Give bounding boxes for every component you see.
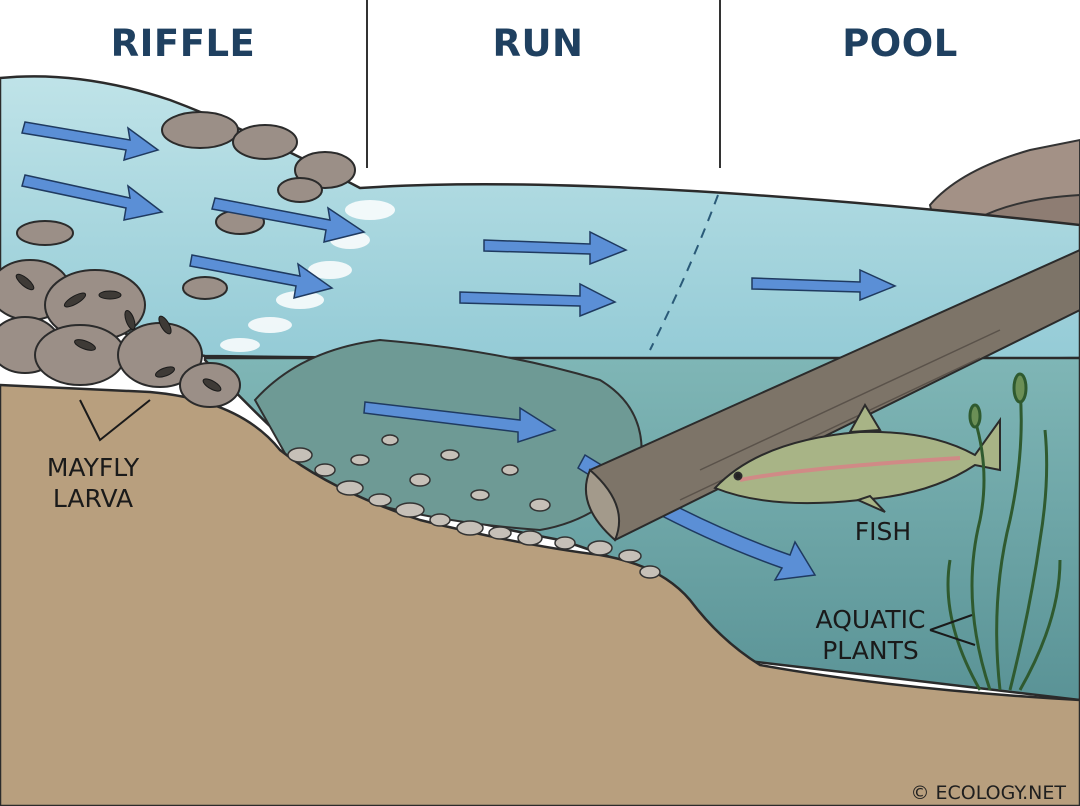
mayfly-larvae bbox=[15, 273, 222, 392]
flow-arrow bbox=[483, 230, 628, 266]
copyright-notice: © ECOLOGY.NET bbox=[910, 782, 1066, 804]
section-title-run: RUN bbox=[492, 22, 584, 65]
label-plants-line1: AQUATIC bbox=[815, 605, 926, 634]
riverbed-pebbles bbox=[287, 434, 661, 579]
flow-arrow bbox=[21, 121, 160, 162]
whitewater-foam bbox=[220, 200, 395, 352]
flow-arrow bbox=[459, 282, 617, 318]
section-title-pool: POOL bbox=[842, 22, 958, 65]
label-mayfly-line2: LARVA bbox=[52, 484, 134, 513]
run-pool-boundary bbox=[649, 194, 719, 351]
label-fish: FISH bbox=[854, 517, 912, 546]
flow-arrow bbox=[21, 174, 164, 221]
label-mayfly-larva: MAYFLY LARVA bbox=[38, 452, 148, 514]
mayfly-callout bbox=[79, 399, 151, 442]
flow-arrow bbox=[211, 197, 366, 244]
fish bbox=[713, 403, 1001, 513]
flow-arrow bbox=[751, 268, 897, 302]
callout-lines bbox=[79, 399, 976, 646]
label-aquatic-plants: AQUATIC PLANTS bbox=[808, 604, 933, 666]
label-plants-line2: PLANTS bbox=[822, 636, 919, 665]
section-title-riffle: RIFFLE bbox=[110, 22, 256, 65]
flow-arrow bbox=[189, 254, 334, 300]
plants-callout bbox=[929, 614, 976, 646]
label-mayfly-line1: MAYFLY bbox=[46, 453, 140, 482]
flow-arrow bbox=[363, 401, 557, 444]
riffle-rocks bbox=[0, 111, 356, 408]
aquatic-plants bbox=[946, 372, 1062, 691]
